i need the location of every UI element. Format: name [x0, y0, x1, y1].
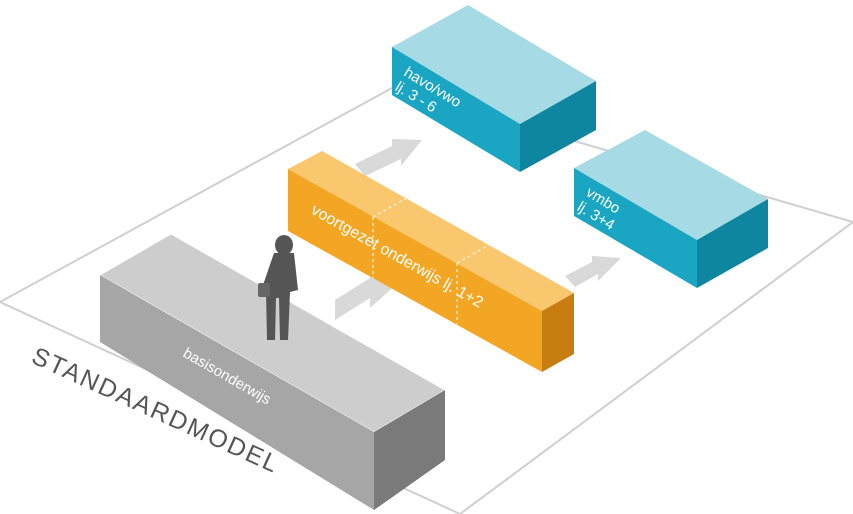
voortgezet-side-face	[542, 293, 574, 372]
basis-side-face	[374, 390, 445, 510]
block-havo-vwo: havo/vwo lj. 3 - 6	[392, 5, 596, 172]
arrow-voortgezet-to-vmbo	[565, 256, 621, 287]
basis-front-face	[100, 275, 374, 510]
vmbo-top-face	[574, 130, 768, 240]
vmbo-side-face	[697, 199, 768, 288]
voortgezet-top-face	[288, 151, 574, 311]
arrow-voortgezet-to-havo	[355, 139, 422, 176]
havo-front-face	[392, 47, 520, 172]
havo-top-face	[392, 5, 596, 124]
person-silhouette	[258, 235, 298, 340]
voortgezet-divider-2	[456, 244, 490, 264]
block-voortgezet-onderwijs: voortgezet onderwijs lj. 1+2	[288, 151, 574, 372]
vmbo-front-face	[574, 168, 697, 288]
havo-side-face	[520, 81, 596, 172]
voortgezet-divider-1	[372, 198, 406, 218]
block-vmbo: vmbo lj. 3+4	[574, 130, 768, 288]
voortgezet-front-face	[288, 169, 542, 372]
